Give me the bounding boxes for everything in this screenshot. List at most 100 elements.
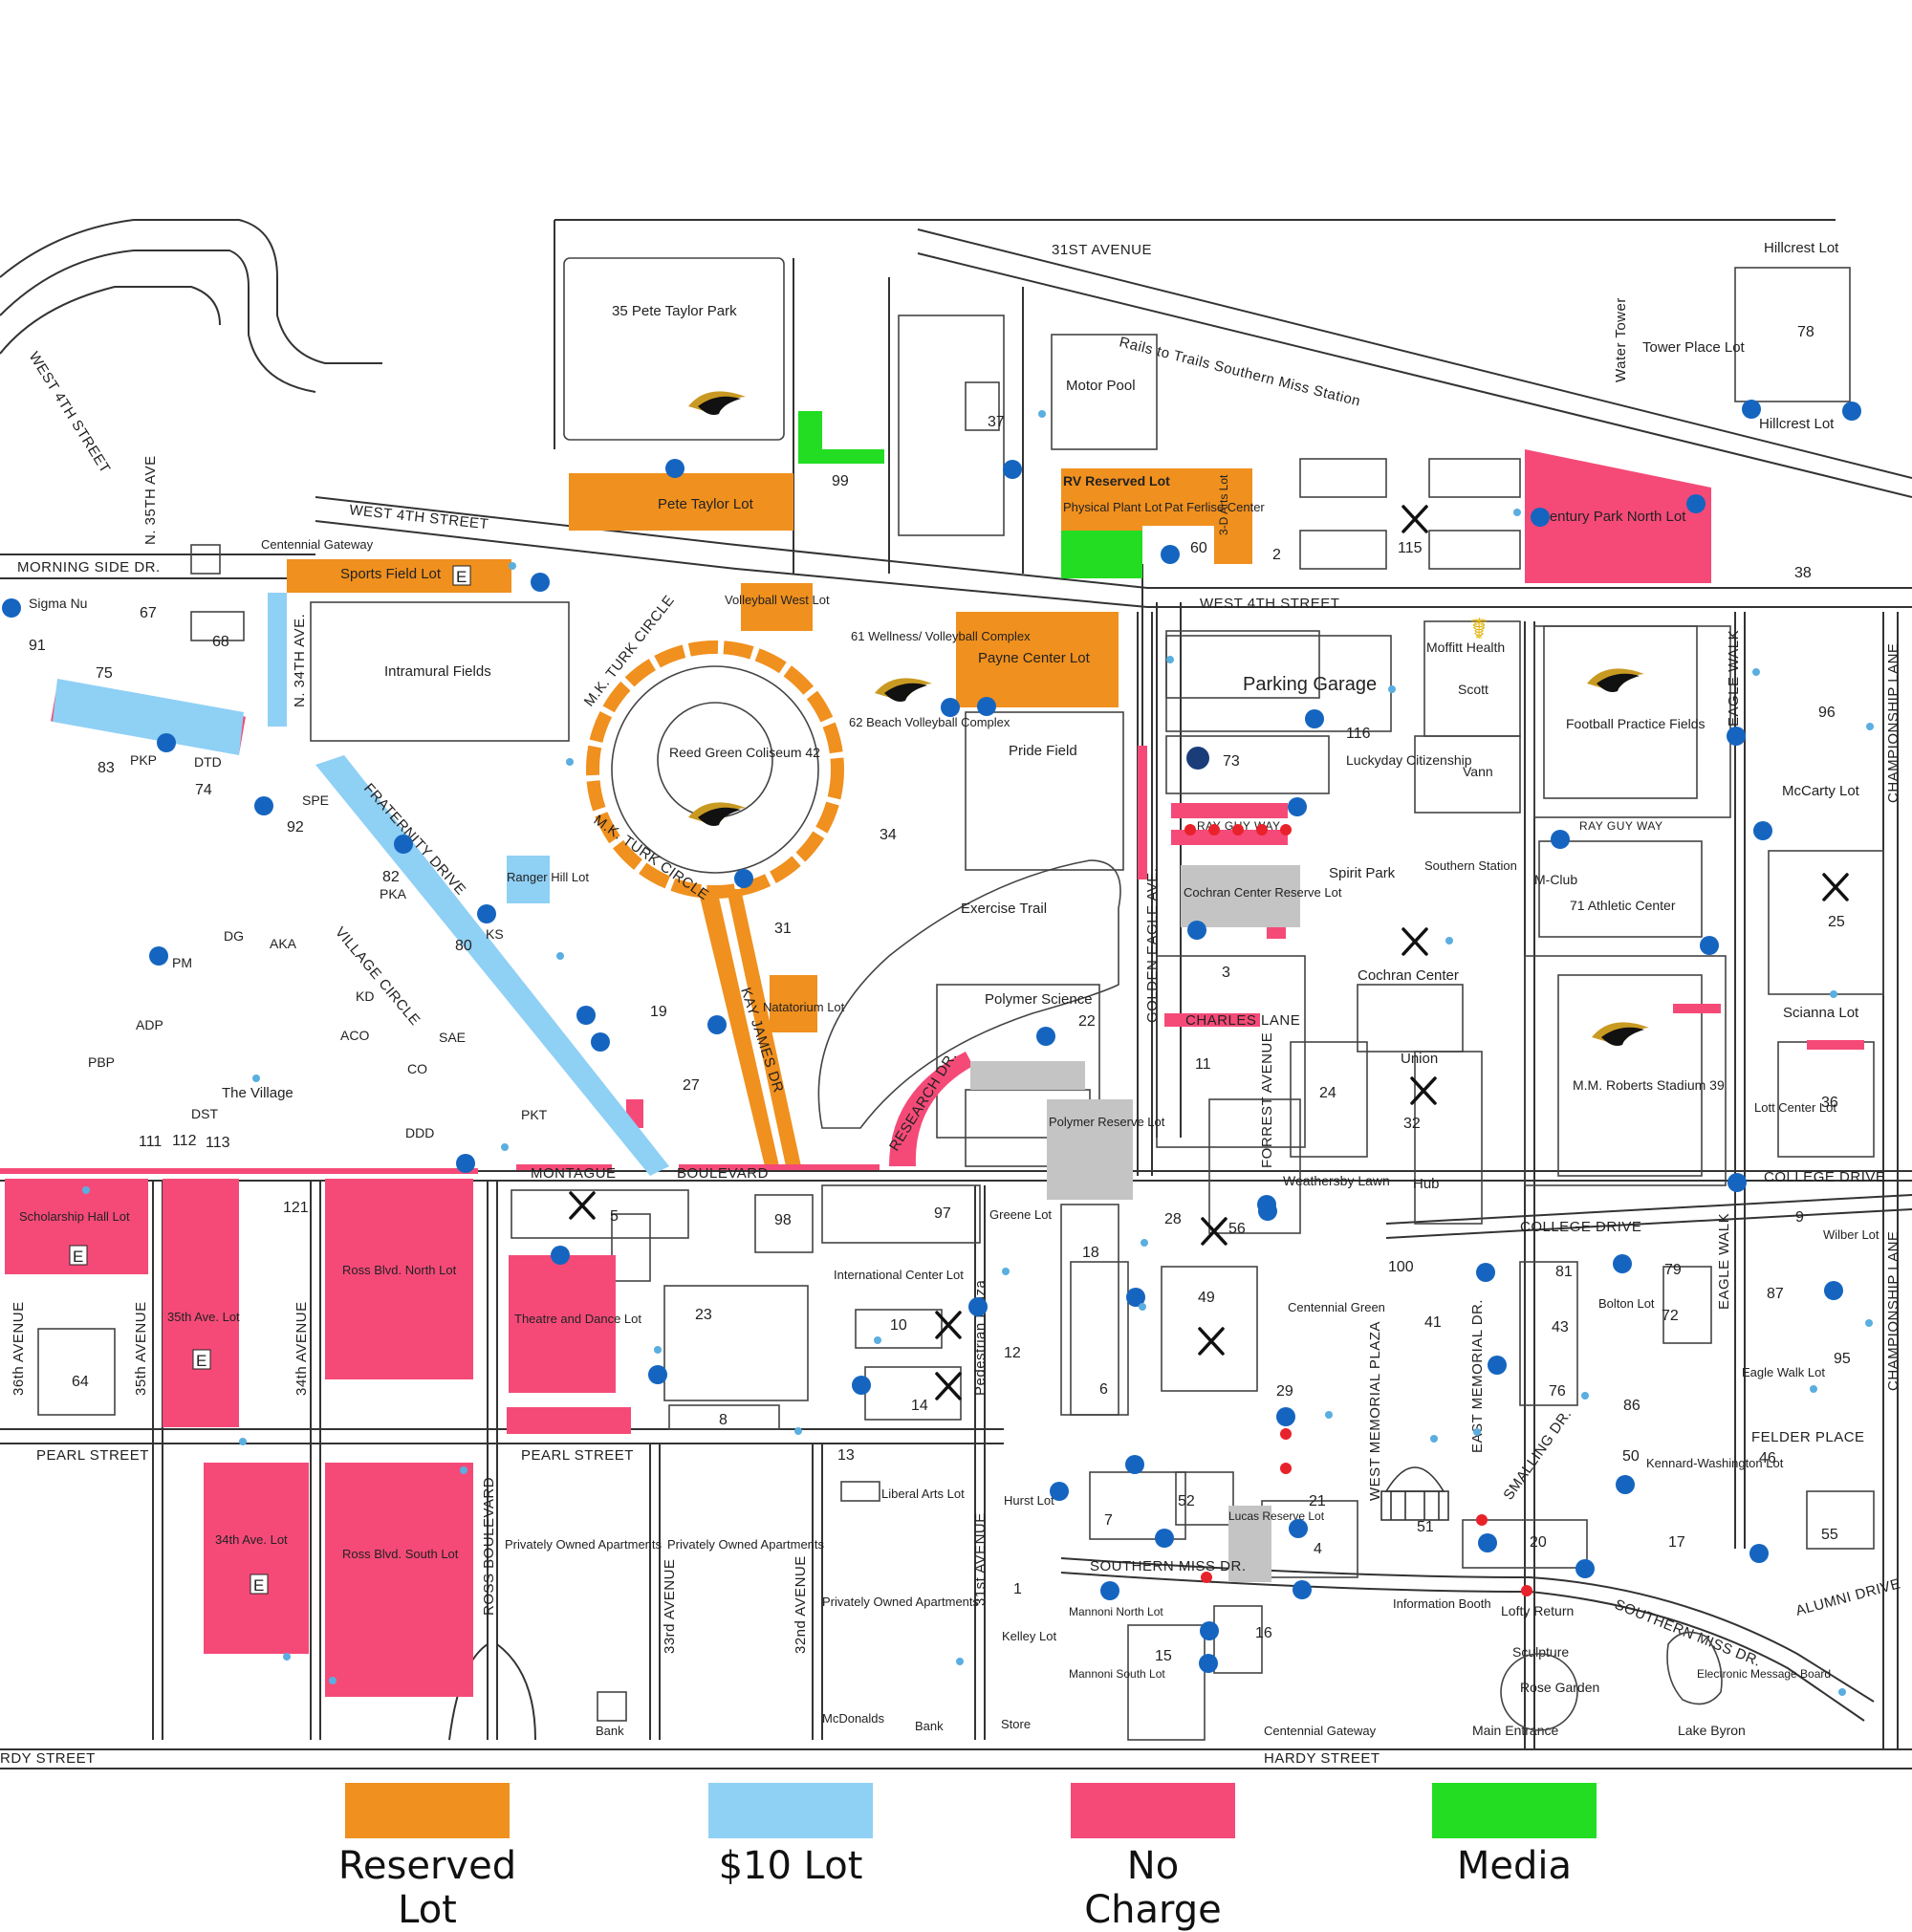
- lot-hillcrest-bottom: Hillcrest Lot: [1759, 416, 1835, 432]
- svg-text:111: 111: [139, 1134, 162, 1150]
- ten-dollar-lots: [53, 593, 669, 1176]
- street-pearl-left: PEARL STREET: [36, 1447, 149, 1464]
- svg-text:80: 80: [455, 938, 472, 954]
- eagle-icons: [688, 391, 1649, 1046]
- svg-text:7: 7: [1104, 1512, 1113, 1529]
- wheelchair-icon: [254, 796, 273, 815]
- svg-text:38: 38: [1794, 565, 1812, 581]
- wheelchair-icon: [1288, 797, 1307, 816]
- svg-text:64: 64: [72, 1374, 89, 1390]
- bldg-rose-garden: Rose Garden: [1520, 1680, 1599, 1695]
- street-college-drive-right: COLLEGE DRIVE: [1764, 1169, 1885, 1185]
- wheelchair-icon: [1824, 1281, 1843, 1300]
- wheelchair-icon: [551, 1246, 570, 1265]
- greek-pm: PM: [172, 955, 192, 970]
- e-badge-scholarship: E: [73, 1248, 83, 1266]
- wheelchair-icon: [1749, 1544, 1769, 1563]
- lot-34th-ave: 34th Ave. Lot: [215, 1532, 288, 1547]
- greek-pkp: PKP: [130, 752, 157, 768]
- bldg-centennial-gateway-top: Centennial Gateway: [261, 537, 374, 552]
- wheelchair-icon: [456, 1154, 475, 1173]
- legend-reserved: Reserved Lot: [332, 1783, 523, 1932]
- lot-ross-north: Ross Blvd. North Lot: [342, 1263, 457, 1277]
- svg-text:13: 13: [837, 1447, 855, 1464]
- wheelchair-icon: [1531, 508, 1550, 527]
- svg-text:95: 95: [1834, 1351, 1851, 1367]
- eagle-icon: [688, 802, 746, 826]
- wheelchair-icon: [1258, 1202, 1277, 1221]
- bldg-spirit-park: Spirit Park: [1329, 865, 1396, 881]
- lot-century-park: Century Park North Lot: [1539, 509, 1686, 525]
- wheelchair-icon: [852, 1376, 871, 1395]
- svg-text:25: 25: [1828, 914, 1845, 930]
- svg-text:97: 97: [934, 1205, 951, 1222]
- legend-media: Media: [1419, 1783, 1610, 1888]
- street-smalling: SMALLING DR.: [1500, 1406, 1575, 1503]
- bldg-the-village: The Village: [222, 1085, 293, 1101]
- exercise-trail-path: [817, 859, 1121, 1129]
- dome-icon: [1380, 1466, 1449, 1521]
- street-west-memorial: WEST MEMORIAL PLAZA: [1367, 1321, 1383, 1501]
- bldg-vann: Vann: [1463, 764, 1493, 779]
- svg-text:73: 73: [1223, 753, 1240, 770]
- svg-text:83: 83: [98, 760, 115, 776]
- street-east-memorial: EAST MEMORIAL DR.: [1469, 1299, 1486, 1453]
- wheelchair-icon: [1613, 1254, 1632, 1273]
- fork-knife-icon: [569, 1191, 596, 1220]
- greek-pbp: PBP: [88, 1054, 115, 1070]
- wheelchair-icon: [1700, 936, 1719, 955]
- svg-text:43: 43: [1552, 1319, 1569, 1335]
- svg-text:79: 79: [1664, 1262, 1682, 1278]
- bldg-cochran-center: Cochran Center: [1358, 967, 1459, 984]
- svg-text:34: 34: [880, 827, 897, 843]
- street-hardy-right: HARDY STREET: [1264, 1750, 1380, 1767]
- bldg-bank-1: Bank: [596, 1724, 624, 1738]
- wheelchair-icon: [1036, 1027, 1055, 1046]
- lot-35th-ave: 35th Ave. Lot: [167, 1310, 240, 1324]
- street-charles: CHARLES LANE: [1185, 1012, 1300, 1029]
- bldg-football-practice: Football Practice Fields: [1566, 716, 1706, 731]
- bldg-privately-1: Privately Owned Apartments: [505, 1537, 663, 1552]
- wheelchair-icon: [477, 904, 496, 923]
- svg-text:86: 86: [1623, 1398, 1640, 1414]
- svg-text:116: 116: [1346, 726, 1371, 742]
- lot-volleyball-west: Volleyball West Lot: [725, 593, 830, 607]
- wheelchair-icon: [1161, 545, 1180, 564]
- svg-text:100: 100: [1388, 1259, 1414, 1275]
- lot-scianna: Scianna Lot: [1783, 1005, 1859, 1021]
- svg-text:4: 4: [1314, 1541, 1322, 1557]
- svg-text:81: 81: [1555, 1264, 1573, 1280]
- wheelchair-icon: [1575, 1559, 1595, 1578]
- eagle-icon: [688, 391, 746, 415]
- wheelchair-icon: [149, 946, 168, 966]
- street-pearl-mid: PEARL STREET: [521, 1447, 634, 1464]
- street-31st: 31st AVENUE: [972, 1512, 989, 1606]
- street-village-circle: VILLAGE CIRCLE: [332, 924, 424, 1030]
- street-felder: FELDER PLACE: [1751, 1429, 1865, 1445]
- street-ray-guy-2: RAY GUY WAY: [1579, 819, 1663, 833]
- wheelchair-icon: [707, 1015, 727, 1034]
- svg-text:3: 3: [1222, 965, 1230, 981]
- parking-garage-outline: [1165, 635, 1392, 732]
- fork-knife-icon: [935, 1372, 962, 1400]
- wheelchair-icon: [1616, 1475, 1635, 1494]
- bldg-centennial-gateway-bottom: Centennial Gateway: [1264, 1724, 1377, 1738]
- svg-text:96: 96: [1818, 705, 1836, 721]
- gray-lots: [970, 865, 1300, 1582]
- lot-international: International Center Lot: [834, 1268, 964, 1282]
- svg-text:24: 24: [1319, 1085, 1336, 1101]
- greek-kd: KD: [356, 988, 374, 1004]
- bldg-privately-2: Privately Owned Apartments: [667, 1537, 825, 1552]
- wheelchair-icon: [968, 1297, 988, 1316]
- street-34th: 34th AVENUE: [293, 1301, 310, 1396]
- greek-spe: SPE: [302, 792, 329, 808]
- dining-icons: [569, 505, 1849, 1400]
- caduceus-icon: ☤: [1469, 614, 1488, 645]
- wheelchair-icon: [1727, 727, 1746, 746]
- svg-text:52: 52: [1178, 1493, 1195, 1509]
- greek-dst: DST: [191, 1106, 218, 1121]
- eagle-icon: [1587, 668, 1644, 692]
- street-n-34th: N. 34TH AVE.: [292, 614, 308, 707]
- wheelchair-icon: [2, 598, 21, 618]
